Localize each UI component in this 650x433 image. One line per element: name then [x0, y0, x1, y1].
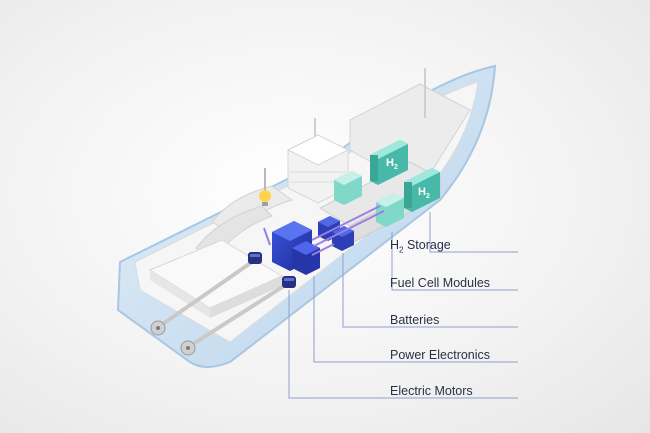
starboard-propeller: [180, 340, 196, 356]
fuel-cell-module-upper: [334, 171, 362, 205]
label-fuel-cell-modules: Fuel Cell Modules: [390, 276, 491, 290]
electric-motor-port: [248, 252, 262, 264]
power-electronics-unit: [272, 221, 320, 275]
port-propeller-shaft: [158, 260, 254, 328]
wheelhouse: [286, 134, 350, 204]
h2-tank-lower: [404, 168, 440, 212]
tank-mark-lower: H2: [418, 186, 430, 200]
leader-power-electronics: [313, 276, 518, 363]
h2-tank-upper: [370, 140, 408, 185]
label-power-electronics: Power Electronics: [390, 348, 491, 362]
leader-electric-motors: [288, 290, 518, 399]
tank-mark-upper: H2: [386, 157, 398, 171]
port-propeller: [150, 320, 166, 336]
electric-motor-starboard: [282, 276, 296, 288]
light-bulb-icon: [259, 168, 271, 206]
fuel-cell-module-lower: [376, 193, 404, 227]
leader-lines: [288, 212, 518, 399]
label-electric-motors: Electric Motors: [390, 384, 473, 398]
leader-h2-storage: [429, 212, 518, 253]
leader-fuel-cell-modules: [391, 232, 518, 291]
label-batteries: Batteries: [390, 313, 440, 327]
leader-batteries: [342, 253, 518, 328]
power-cables: [263, 205, 385, 256]
label-h2-storage: H2 Storage: [390, 238, 451, 255]
starboard-propeller-shaft: [188, 284, 286, 348]
